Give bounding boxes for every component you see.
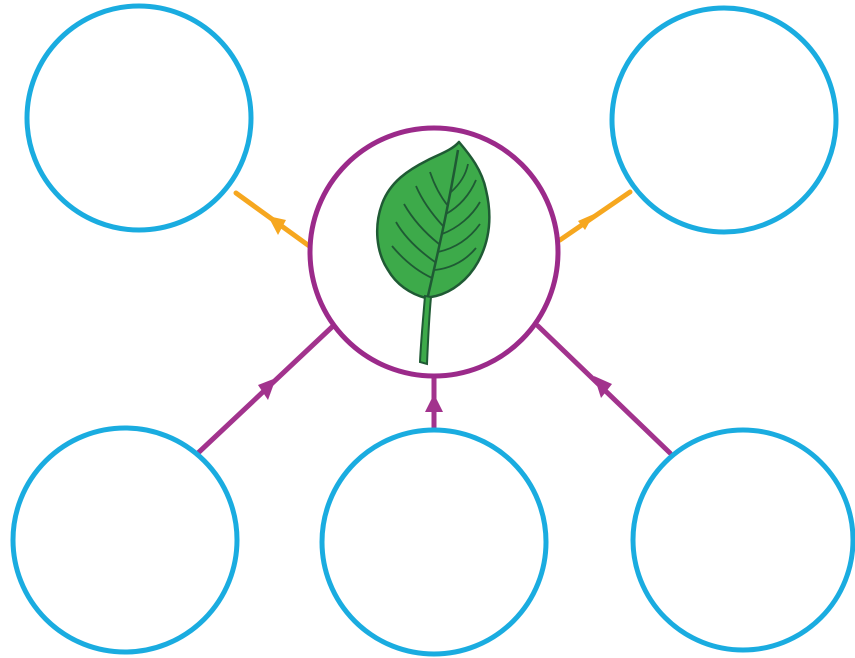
input-arrow-bottom-center (425, 376, 443, 428)
input-arrow-bottom-right (538, 326, 670, 453)
output-circle-top-left (27, 6, 251, 230)
input-circle-bottom-left (13, 428, 237, 652)
input-circle-bottom-right (633, 430, 853, 650)
input-arrow-bottom-left (198, 327, 332, 453)
output-circle-top-right (612, 8, 836, 232)
output-arrow-top-left (236, 193, 312, 248)
center-leaf-node (310, 128, 558, 376)
input-circle-bottom-center (322, 430, 546, 654)
output-arrow-top-right (560, 192, 630, 240)
